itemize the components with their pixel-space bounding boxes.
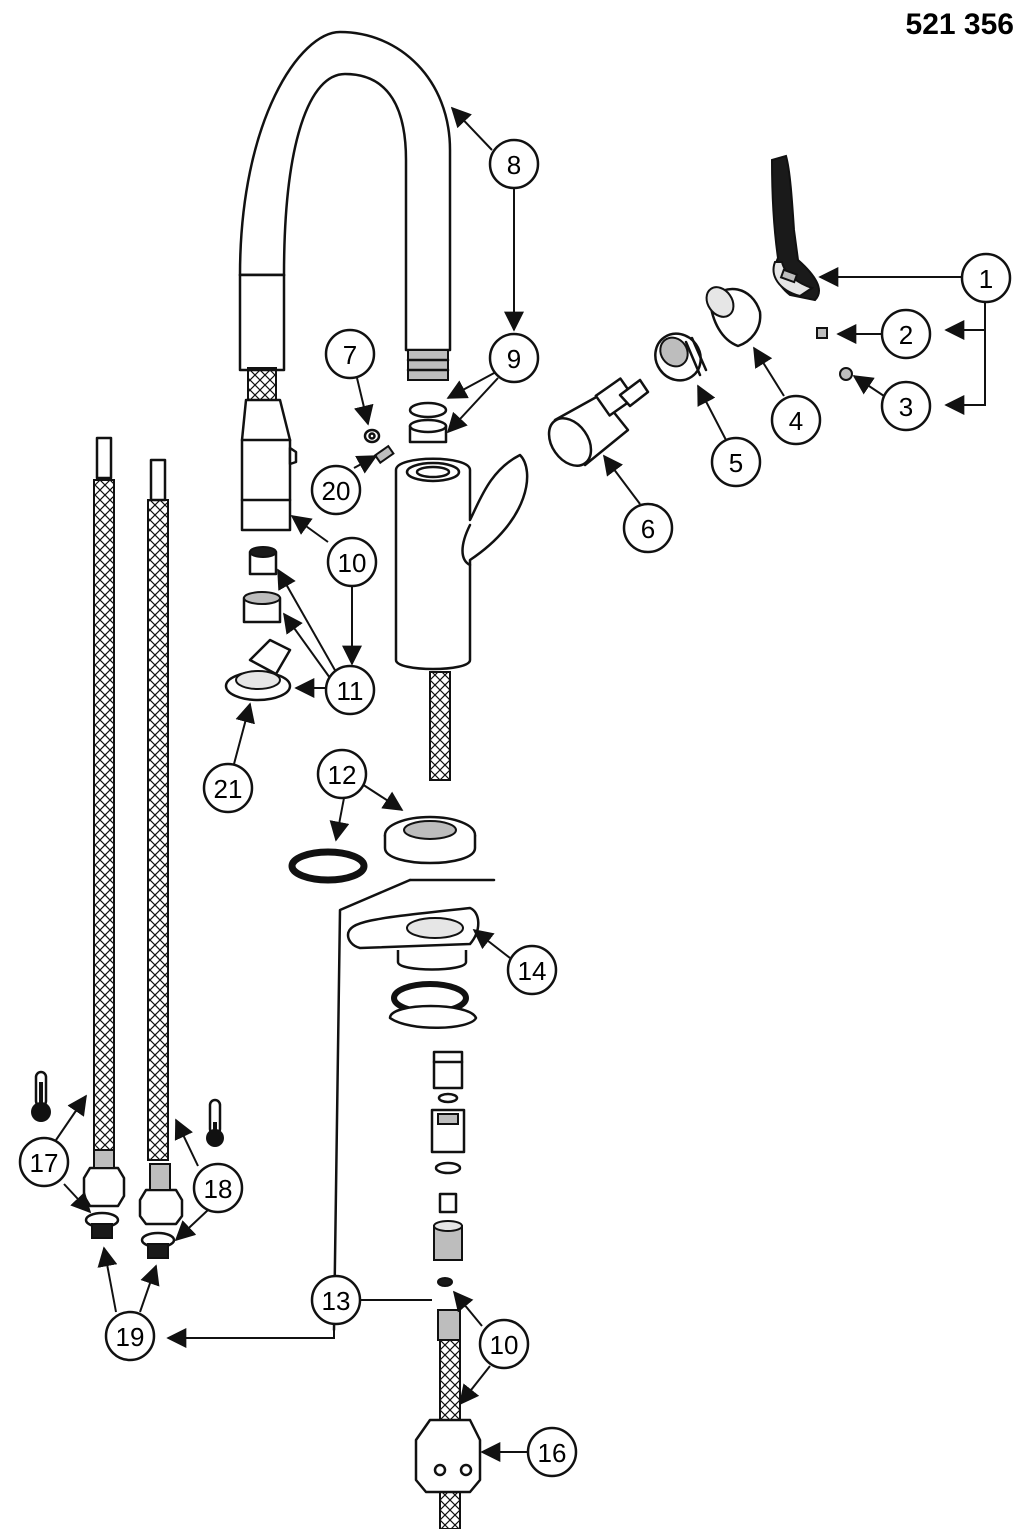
counter-plate <box>332 878 496 1332</box>
fittings-stack <box>430 1050 466 1287</box>
adapter-cold <box>140 1231 176 1259</box>
base-seal <box>288 848 368 884</box>
callout-17: 17 <box>18 1136 70 1188</box>
callout-1: 1 <box>960 252 1012 304</box>
pullout-hose-weight <box>414 1309 482 1529</box>
spray-head <box>240 398 298 532</box>
thermometer-cold-icon <box>206 1098 224 1147</box>
callout-19: 19 <box>104 1310 156 1362</box>
svg-text:12: 12 <box>328 760 357 790</box>
callout-8: 8 <box>488 138 540 190</box>
supply-hose-hot <box>82 436 126 1208</box>
callout-3: 3 <box>880 380 932 432</box>
retaining-clip <box>388 981 478 1029</box>
part-number: 521 356 <box>906 8 1014 41</box>
leader-lines <box>55 106 986 1462</box>
cap-screw-3 <box>839 367 853 381</box>
callout-14: 14 <box>506 944 558 996</box>
grub-screw-2 <box>816 327 828 339</box>
small-screw-7 <box>363 428 381 444</box>
svg-text:2: 2 <box>899 320 913 350</box>
aerator-insert <box>248 546 278 576</box>
svg-text:10: 10 <box>338 548 367 578</box>
handle-lever <box>770 154 820 302</box>
callout-5: 5 <box>710 436 762 488</box>
spout-rings <box>408 401 448 444</box>
callout-12: 12 <box>316 748 368 800</box>
bonnet-nut <box>654 332 708 382</box>
callout-4: 4 <box>770 394 822 446</box>
svg-text:1: 1 <box>979 264 993 294</box>
callout-6: 6 <box>622 502 674 554</box>
svg-text:9: 9 <box>507 344 521 374</box>
cartridge <box>547 377 650 467</box>
callout-10-bottom: 10 <box>478 1318 530 1370</box>
svg-text:16: 16 <box>538 1438 567 1468</box>
callout-11: 11 <box>324 664 376 716</box>
spout-hose <box>238 30 452 405</box>
svg-text:17: 17 <box>30 1148 59 1178</box>
svg-text:8: 8 <box>507 150 521 180</box>
svg-text:19: 19 <box>116 1322 145 1352</box>
svg-text:4: 4 <box>789 406 803 436</box>
aerator-ring <box>242 591 282 624</box>
base-ring <box>383 815 477 865</box>
svg-text:10: 10 <box>490 1330 519 1360</box>
thermometer-hot-icon <box>31 1070 51 1122</box>
svg-text:6: 6 <box>641 514 655 544</box>
callout-10-top: 10 <box>326 536 378 588</box>
callout-18: 18 <box>192 1162 244 1214</box>
callout-7: 7 <box>324 328 376 380</box>
callout-21: 21 <box>202 762 254 814</box>
adapter-hot <box>84 1211 120 1239</box>
callout-20: 20 <box>310 464 362 516</box>
svg-text:11: 11 <box>337 676 364 706</box>
callout-9: 9 <box>488 332 540 384</box>
faucet-body <box>394 453 529 781</box>
svg-text:3: 3 <box>899 392 913 422</box>
small-screw-20 <box>373 444 395 465</box>
supply-hose-cold <box>138 458 184 1226</box>
callout-2: 2 <box>880 308 932 360</box>
svg-text:5: 5 <box>729 448 743 478</box>
svg-text:7: 7 <box>343 340 357 370</box>
spray-holder <box>224 638 292 702</box>
svg-text:14: 14 <box>518 956 547 986</box>
svg-text:13: 13 <box>322 1286 351 1316</box>
callout-13: 13 <box>310 1274 362 1326</box>
dome-cap <box>705 286 762 348</box>
svg-text:18: 18 <box>204 1174 233 1204</box>
callout-16: 16 <box>526 1426 578 1478</box>
svg-text:21: 21 <box>214 774 243 804</box>
svg-text:20: 20 <box>322 476 351 506</box>
